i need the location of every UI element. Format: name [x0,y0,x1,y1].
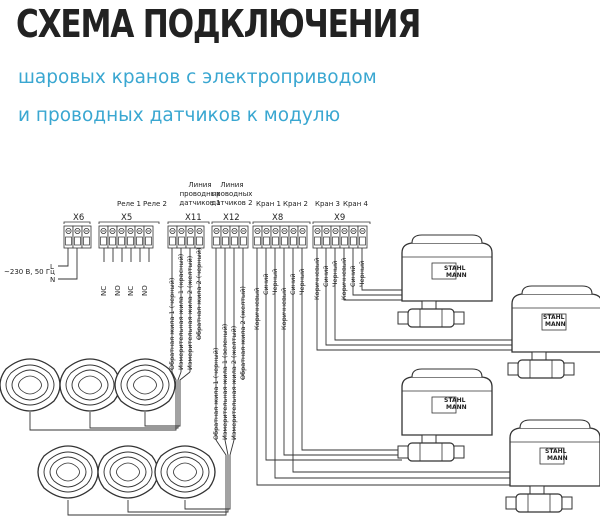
page-title: СХЕМА ПОДКЛЮЧЕНИЯ [16,2,421,46]
valve-wire-1: Коричневый [253,288,261,330]
block-x8: X8 [272,213,283,223]
line1-label-3: датчиков 1 [179,199,220,207]
valve-2: STAHL MANN [507,285,600,379]
sensor-wire-2-4: Обратная жила 2 (желтый) [239,286,247,380]
valve-wire-11: Синий [349,266,357,287]
sensor-wire-2-2: Измерительная жила 1 (зеленый) [221,324,229,440]
sensor-wire-2-1: Обратная жила 1 (черный) [212,348,220,440]
brand-mann-4: MANN [547,455,568,462]
valve2-label: Кран 2 [283,200,308,208]
subtitle-line-1: шаровых кранов с электроприводом [18,67,377,88]
sensor-wire-1-2: Измерительная жила 1 (красный) [177,254,185,370]
valve4-label: Кран 4 [343,200,369,208]
block-x11: X11 [185,213,202,223]
valve-wire-8: Синий [322,266,330,287]
sensor-2 [59,358,121,412]
brand-mann-1: MANN [446,272,467,279]
sensor-wire-1-1: Обратная жила 1 (черный) [168,278,176,370]
relay-pin-no-2: NO [141,285,149,296]
relay-pin-nc-2: NC [127,286,135,296]
terminal-block-x9 [312,225,368,249]
terminal-block-x12 [211,225,249,249]
valve-wire-5: Синий [289,274,297,295]
valve-wire-2: Синий [262,274,270,295]
brand-stahl-2: STAHL [543,314,565,321]
valve-wire-7: Коричневый [313,258,321,300]
valve-wire-10: Коричневый [340,258,348,300]
valve3-label: Кран 3 [315,200,340,208]
line2-label-1: Линия [220,181,243,189]
valve-wire-6: Черный [298,269,306,295]
sensor-5 [97,445,159,499]
valve-wire-9: Черный [331,261,339,287]
relay-pin-nc-1: NC [100,286,108,296]
terminal-block-x5 [98,225,154,249]
terminal-block-x8 [252,225,308,249]
block-x5: X5 [121,213,132,223]
sensor-3 [114,358,176,412]
valve-4: STAHL MANN [505,419,600,513]
brand-stahl-4: STAHL [545,448,567,455]
sensor-6 [154,445,216,499]
relay1-label: Реле 1 [117,200,141,208]
terminal-block-x6 [63,225,92,249]
terminal-block-x11 [167,225,205,249]
sensor-wire-2-3: Измерительная жила 2 (желтый) [230,326,238,440]
valve-1: STAHL MANN [397,234,493,328]
sensor-4 [37,445,99,499]
brand-stahl-1: STAHL [444,265,466,272]
line2-label-2: проводных [212,190,253,198]
valve-wire-12: Черный [358,261,366,287]
brand-stahl-3: STAHL [444,397,466,404]
power-label: ~230 В, 50 Гц [4,268,55,276]
valve-wire-4: Коричневый [280,288,288,330]
sensor-wire-1-3: Измерительная жила 2 (желтый) [186,256,194,370]
brand-mann-2: MANN [545,321,566,328]
block-x9: X9 [334,213,345,223]
sensor-wire-1-4: Обратная жила 2 (черный) [195,248,203,340]
line1-label-1: Линия [188,181,211,189]
sensor-1 [0,358,61,412]
line1-label-2: проводных [180,190,221,198]
relay2-label: Реле 2 [143,200,167,208]
valve-3: STAHL MANN [397,368,493,462]
block-x6: X6 [73,213,84,223]
power-l: L [50,263,54,271]
valve-wire-3: Черный [271,269,279,295]
relay-pin-no-1: NO [114,285,122,296]
subtitle-line-2: и проводных датчиков к модулю [18,105,341,126]
line2-label-3: датчиков 2 [211,199,252,207]
power-n: N [50,276,55,284]
brand-mann-3: MANN [446,404,467,411]
valve1-label: Кран 1 [256,200,281,208]
block-x12: X12 [223,213,240,223]
